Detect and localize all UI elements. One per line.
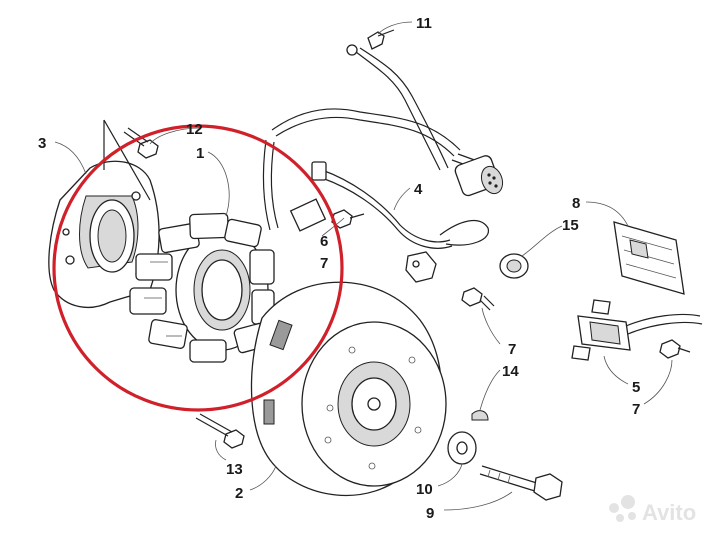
callout-labels: 1 2 3 4 5 6 7 7 7 8 9 10 11 12 13 14 15 [38,15,640,522]
highlight-circle [52,124,344,412]
part-14-key [471,410,489,421]
callout-1: 1 [196,145,204,162]
part-9-bolt [479,465,563,501]
part-5-regulator [571,299,703,361]
callout-7-regulator: 7 [632,401,640,418]
part-12-bolt [123,127,159,159]
callout-4: 4 [414,181,423,198]
watermark-text: Avito [642,500,696,525]
callout-15: 15 [562,217,579,234]
part-11-bolt [367,29,395,50]
part-3-housing [48,119,160,308]
callout-8: 8 [572,195,580,212]
part-13-bolt [195,413,245,449]
part-2-flywheel [250,281,447,497]
leader-lines [54,21,673,511]
callout-2: 2 [235,485,243,502]
part-7-bolt-harness [461,287,495,311]
callout-6: 6 [320,233,328,250]
ground-wire [346,44,449,171]
avito-watermark: Avito [609,495,696,525]
part-10-washer [447,431,477,465]
part-1-stator [129,212,275,363]
callout-11: 11 [416,15,432,32]
callout-13: 13 [226,461,243,478]
callout-9: 9 [426,505,434,522]
callout-7-harness: 7 [320,255,328,272]
part-8-label [613,221,685,295]
callout-14: 14 [502,363,519,380]
stator-poles [129,212,275,363]
part-6-bolt [331,209,365,229]
part-15-grommet [499,253,529,279]
callout-3: 3 [38,135,46,152]
part-4-harness [262,108,504,283]
callout-12: 12 [186,121,203,138]
callout-10: 10 [416,481,433,498]
callout-7-bolt: 7 [508,341,516,358]
callout-5: 5 [632,379,640,396]
part-7-bolt-regulator [659,339,691,359]
